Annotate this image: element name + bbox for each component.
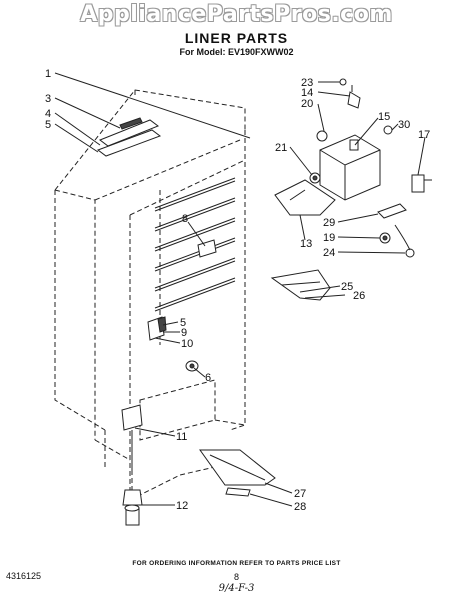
callout-labels: 1 3 4 5 8 5 9 10 6 11 12 23 14 20 15 30 … (45, 68, 430, 513)
callout-12: 12 (176, 500, 188, 512)
callout-11: 11 (176, 431, 187, 443)
callout-5-top: 5 (45, 119, 51, 131)
callout-13: 13 (300, 238, 312, 250)
control-housing-assembly (274, 78, 432, 258)
callout-20: 20 (301, 98, 313, 110)
callout-5-hinge: 5 (180, 317, 186, 329)
callout-28: 28 (294, 501, 306, 513)
callout-4: 4 (45, 108, 51, 120)
callout-14: 14 (301, 87, 313, 99)
drain-parts (121, 404, 143, 526)
callout-1: 1 (45, 68, 51, 80)
callout-29: 29 (323, 217, 335, 229)
callout-9: 9 (181, 327, 187, 339)
callout-19: 19 (323, 232, 335, 244)
callout-17: 17 (418, 129, 430, 141)
callout-30: 30 (398, 119, 410, 131)
watermark: AppliancePartsPros.com (80, 2, 393, 27)
model-subtitle: For Model: EV190FXWW02 (179, 47, 294, 57)
callout-26: 26 (353, 290, 365, 302)
diagram-part-number: 4316125 (6, 571, 42, 581)
callout-3: 3 (45, 93, 51, 105)
liner-cabinet (54, 89, 246, 501)
callout-25: 25 (341, 281, 353, 293)
handwritten-note: 9/4-F-3 (218, 583, 255, 594)
top-trim-parts (96, 117, 162, 157)
air-duct-parts (270, 269, 331, 301)
callout-24: 24 (323, 247, 335, 259)
callout-6: 6 (205, 372, 211, 384)
callout-27: 27 (294, 488, 306, 500)
leader-lines (54, 72, 426, 507)
callout-8: 8 (182, 213, 188, 225)
drain-trough-parts (199, 449, 276, 497)
page-number: 8 (233, 572, 239, 582)
callout-15: 15 (378, 111, 390, 123)
page-title: LINER PARTS (184, 30, 289, 46)
callout-10: 10 (181, 338, 193, 350)
ordering-note: FOR ORDERING INFORMATION REFER TO PARTS … (132, 560, 341, 567)
callout-23: 23 (301, 77, 313, 89)
hinge-bracket-parts (147, 239, 217, 372)
callout-21: 21 (275, 142, 287, 154)
shelf-supports (154, 177, 236, 312)
